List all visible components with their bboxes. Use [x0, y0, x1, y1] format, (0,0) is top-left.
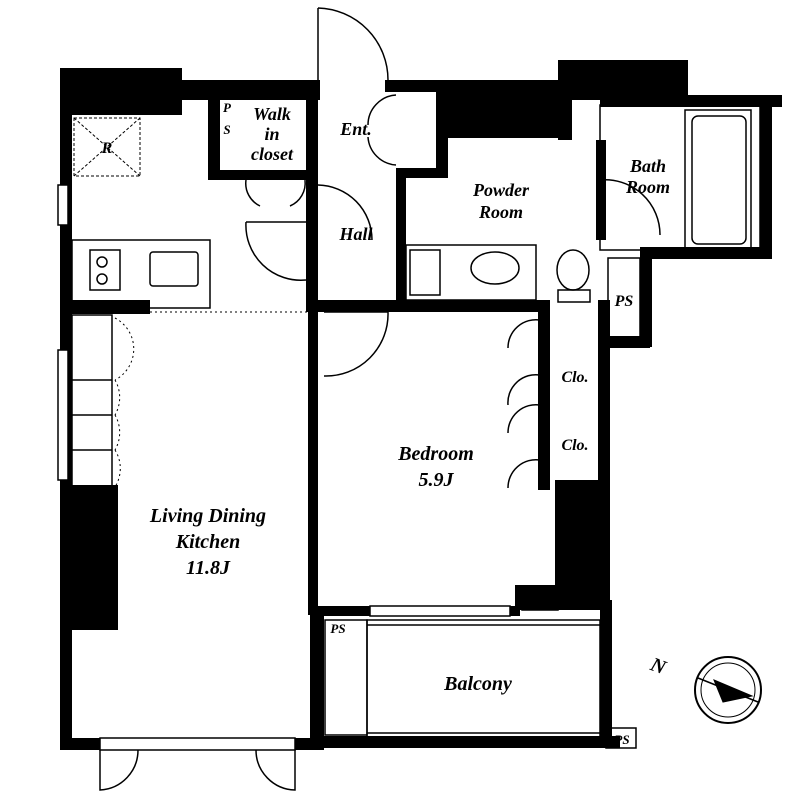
- entrance-label: Ent.: [339, 119, 372, 139]
- ldk-size: 11.8J: [186, 557, 231, 579]
- closet-2-label: Clo.: [561, 437, 588, 454]
- powder-room-label-line1: Powder: [472, 180, 530, 200]
- ps-top-label-line1: P: [223, 100, 232, 115]
- walls: [60, 60, 782, 750]
- walk-in-closet-label-line2: in: [264, 124, 279, 144]
- compass-north-label: N: [647, 653, 670, 679]
- closet-1-label: Clo.: [561, 369, 588, 386]
- doors: [99, 7, 661, 791]
- hall-label: Hall: [338, 224, 372, 244]
- refrigerator-icon: [73, 117, 141, 177]
- sink-icon: [409, 249, 520, 296]
- balcony-label: Balcony: [443, 673, 512, 695]
- ps-bottom-right-label: PS: [614, 732, 629, 747]
- ps-bottom-left-label: PS: [330, 621, 345, 636]
- ps-right-label: PS: [614, 293, 634, 310]
- ldk-label-line1: Living Dining: [149, 505, 266, 527]
- ps-top-label-line2: S: [223, 122, 230, 137]
- windows: [57, 184, 511, 751]
- refrigerator-label: R: [101, 140, 113, 157]
- ldk-label-line2: Kitchen: [175, 531, 240, 553]
- bedroom-size: 5.9J: [419, 469, 455, 491]
- storage-doors: [114, 317, 135, 488]
- walk-in-closet-label-line3: closet: [251, 144, 294, 164]
- bath-room-label-line1: Bath: [629, 156, 666, 176]
- kitchen-counter: [89, 249, 199, 291]
- walk-in-closet-label-line1: Walk: [253, 104, 291, 124]
- bedroom-label: Bedroom: [397, 443, 474, 465]
- compass-icon: [694, 656, 762, 724]
- powder-room-label-line2: Room: [478, 202, 523, 222]
- mb-label: MB: [493, 105, 519, 122]
- bath-room-label-line2: Room: [625, 177, 670, 197]
- toilet-icon: [556, 249, 591, 303]
- thin-lines: [71, 104, 761, 749]
